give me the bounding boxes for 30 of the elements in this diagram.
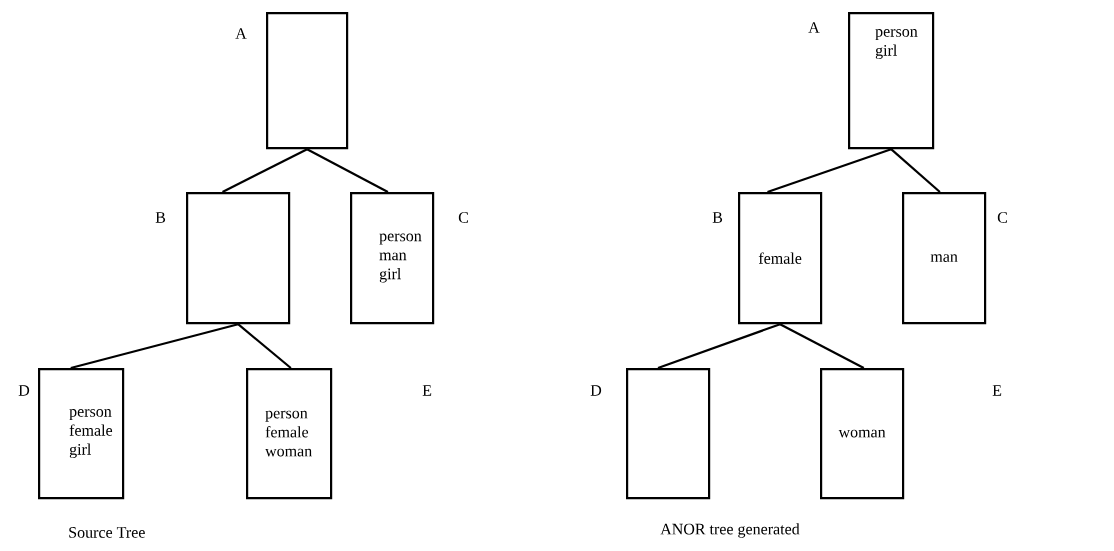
- tree-node-box: person man girl: [350, 192, 435, 325]
- tree-node-box: person female woman: [246, 368, 333, 500]
- node-letter: C: [997, 212, 1007, 223]
- empty-box: [266, 12, 349, 150]
- node-letter: E: [992, 385, 1002, 396]
- caption: Source Tree: [69, 527, 145, 538]
- tree-node-box: woman: [820, 368, 905, 500]
- node-letter: E: [422, 385, 432, 396]
- node-letter: D: [590, 385, 602, 396]
- empty-box: [626, 368, 711, 500]
- tree-node-box: man: [902, 192, 987, 325]
- node-letter: A: [235, 28, 247, 39]
- connector-line: [657, 323, 781, 370]
- connector-line: [237, 323, 292, 369]
- tree-node-box: person female girl: [38, 368, 125, 500]
- connector-line: [779, 323, 865, 369]
- connector-line: [306, 148, 389, 193]
- node-letter: B: [155, 212, 166, 223]
- node-letter: C: [458, 212, 468, 223]
- connector-line: [890, 148, 941, 193]
- node-letter: D: [18, 385, 30, 396]
- caption: ANOR tree generated: [660, 523, 800, 538]
- connector-line: [222, 148, 308, 193]
- connector-line: [767, 148, 892, 194]
- tree-node-box: female: [738, 192, 823, 325]
- node-letter: A: [808, 22, 820, 33]
- tree-node-box: person girl: [848, 12, 935, 150]
- node-letter: B: [712, 212, 723, 223]
- connector-line: [70, 323, 239, 370]
- empty-box: [186, 192, 291, 325]
